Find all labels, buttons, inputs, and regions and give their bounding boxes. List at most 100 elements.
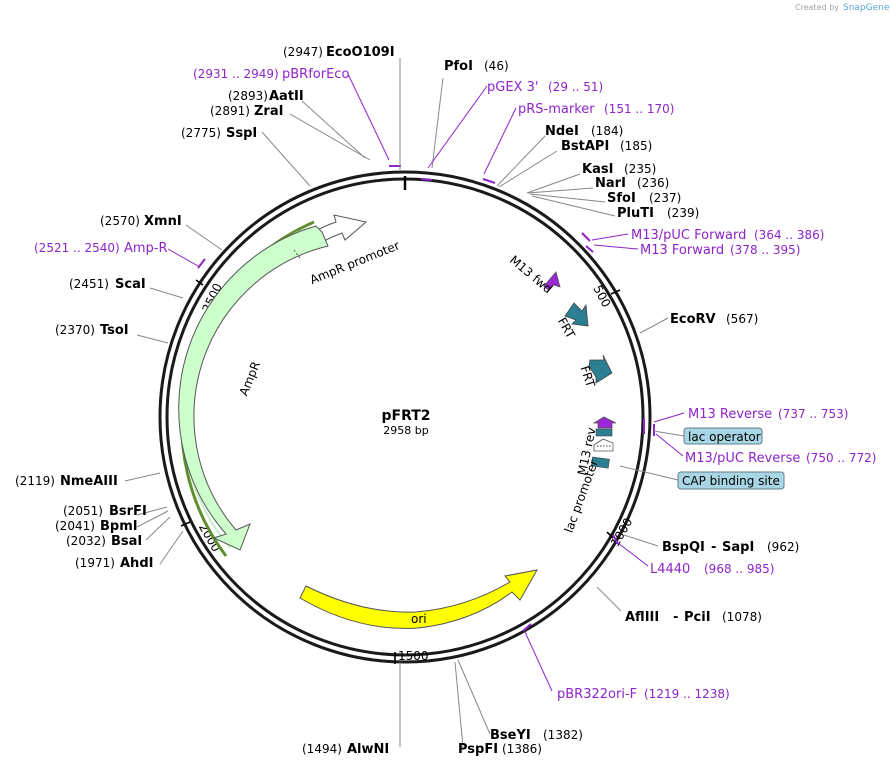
enzyme-sfoi[interactable]: SfoI <box>607 191 636 206</box>
ampr-feature[interactable] <box>178 220 329 557</box>
enzyme-pos: (1494) <box>302 742 342 756</box>
primer-m13-reverse[interactable]: M13 Reverse <box>688 407 772 422</box>
ampr-arrow[interactable] <box>178 225 329 551</box>
primer-pbrforeco[interactable]: pBRforEco <box>282 67 349 82</box>
enzyme-pos: (184) <box>591 124 623 138</box>
enzyme-aatii[interactable]: AatII <box>269 89 304 104</box>
tick-2500 <box>195 279 204 286</box>
enzyme-alwni[interactable]: AlwNI <box>347 742 389 757</box>
primer-pos: (750 .. 772) <box>806 451 876 465</box>
ori-arrow[interactable] <box>299 569 538 629</box>
enzyme-pos: (2947) <box>283 45 323 59</box>
primer-pos: (1219 .. 1238) <box>644 687 730 701</box>
enzyme-bsrfi[interactable]: BsrFI <box>109 504 147 519</box>
enzyme-pos: (2119) <box>15 474 55 488</box>
enzyme-pos: (2893) <box>228 89 268 103</box>
primer-prs-marker[interactable]: pRS-marker <box>518 102 595 117</box>
primer-pos: (2931 .. 2949) <box>193 67 279 81</box>
tick-500 <box>610 289 621 295</box>
enzyme-xmni[interactable]: XmnI <box>144 214 182 229</box>
enzyme-pos: (2051) <box>63 504 103 518</box>
primer-labels: (2931 .. 2949) pBRforEco pGEX 3' (29 .. … <box>34 67 876 702</box>
tick-1000 <box>606 531 614 539</box>
primer-pos: (968 .. 985) <box>704 562 774 576</box>
primer-pgex3[interactable]: pGEX 3' <box>487 80 538 95</box>
enzyme-pos: (239) <box>667 206 699 220</box>
plasmid-size: 2958 bp <box>383 424 428 437</box>
enzyme-pos: (237) <box>649 191 681 205</box>
enzyme-ahdi[interactable]: AhdI <box>120 556 153 571</box>
enzyme-ecorv[interactable]: EcoRV <box>670 312 716 327</box>
enzyme-afliii[interactable]: AflIII <box>625 610 659 625</box>
credit-brand: SnapGene <box>843 3 890 13</box>
enzyme-pos: (2451) <box>69 277 109 291</box>
enzyme-nari[interactable]: NarI <box>595 176 626 191</box>
mark-prs-marker <box>482 178 496 184</box>
enzyme-bstapi[interactable]: BstAPI <box>561 139 609 154</box>
primer-m13-forward[interactable]: M13 Forward <box>640 243 724 258</box>
enzyme-ecoo109i[interactable]: EcoO109I <box>326 45 395 60</box>
primer-pbr322ori-f[interactable]: pBR322ori-F <box>557 687 637 702</box>
primer-marks <box>197 165 655 632</box>
lac-operator-label: lac operator <box>688 430 761 444</box>
enzyme-ndei[interactable]: NdeI <box>545 124 579 139</box>
boxed-leaders <box>619 430 685 481</box>
enzyme-bseyi[interactable]: BseYI <box>490 728 531 743</box>
enzyme-pspfi[interactable]: PspFI <box>458 742 498 757</box>
mark-m13puc-fwd <box>581 232 591 242</box>
enzyme-pos: (2032) <box>66 534 106 548</box>
enzyme-kasi[interactable]: KasI <box>582 162 613 177</box>
lac-promoter-arrow[interactable] <box>593 438 614 452</box>
cap-binding-site-box[interactable] <box>677 471 785 490</box>
enzyme-bspqi[interactable]: BspQI <box>662 540 705 555</box>
enzyme-pos: (235) <box>624 162 656 176</box>
enzyme-bsai[interactable]: BsaI <box>111 534 142 549</box>
lac-operator-box[interactable] <box>683 427 763 445</box>
cap-site-block[interactable] <box>591 456 610 469</box>
enzyme-pos: (1078) <box>722 610 762 624</box>
plasmid-name: pFRT2 <box>381 408 430 424</box>
enzyme-separator: - <box>711 540 716 555</box>
primer-m13puc-reverse[interactable]: M13/pUC Reverse <box>685 451 800 466</box>
enzyme-scai[interactable]: ScaI <box>115 277 146 292</box>
enzyme-tsoi[interactable]: TsoI <box>100 323 129 338</box>
mark-pgex3 <box>420 178 433 181</box>
ampr-dash <box>293 249 301 259</box>
primer-l4440[interactable]: L4440 <box>650 562 690 577</box>
lac-operator-block[interactable] <box>595 428 613 437</box>
primer-pos: (364 .. 386) <box>754 228 824 242</box>
credit-prefix: Created by <box>795 3 839 12</box>
scale-ticks <box>180 279 621 664</box>
enzyme-pos: (2891) <box>210 104 250 118</box>
backbone-outer <box>158 170 652 664</box>
primer-pos: (2521 .. 2540) <box>34 241 120 255</box>
enzyme-pos: (567) <box>726 312 758 326</box>
tick-2000 <box>180 521 191 527</box>
enzyme-sapi[interactable]: SapI <box>722 540 754 555</box>
enzyme-pos: (236) <box>637 176 669 190</box>
enzyme-pos: (1382) <box>543 728 583 742</box>
enzyme-pos: (962) <box>767 540 799 554</box>
frt-arrow-2[interactable] <box>588 354 613 384</box>
enzyme-leaders <box>124 58 669 748</box>
mark-l4440 <box>612 534 619 545</box>
enzyme-pos: (1386) <box>502 742 542 756</box>
ori-feature[interactable] <box>299 569 538 629</box>
enzyme-pfoi[interactable]: PfoI <box>444 59 473 74</box>
primer-m13puc-forward[interactable]: M13/pUC Forward <box>631 228 746 243</box>
primer-pos: (29 .. 51) <box>548 80 603 94</box>
enzyme-separator: - <box>673 610 678 625</box>
boxed-labels: lac operator CAP binding site <box>677 427 785 490</box>
enzyme-pcii[interactable]: PciI <box>684 610 711 625</box>
enzyme-pluti[interactable]: PluTI <box>617 206 654 221</box>
enzyme-zrai[interactable]: ZraI <box>254 104 283 119</box>
enzyme-bpmi[interactable]: BpmI <box>100 519 138 534</box>
enzyme-sspi[interactable]: SspI <box>226 126 257 141</box>
frt-arrow-1[interactable] <box>564 302 589 327</box>
m13-fwd-arrow[interactable] <box>543 271 561 291</box>
primer-amp-r[interactable]: Amp-R <box>124 241 168 256</box>
m13-rev-arrow[interactable] <box>592 416 617 429</box>
primer-pos: (737 .. 753) <box>778 407 848 421</box>
enzyme-pos: (2775) <box>181 126 221 140</box>
enzyme-nmeaiii[interactable]: NmeAIII <box>60 474 118 489</box>
